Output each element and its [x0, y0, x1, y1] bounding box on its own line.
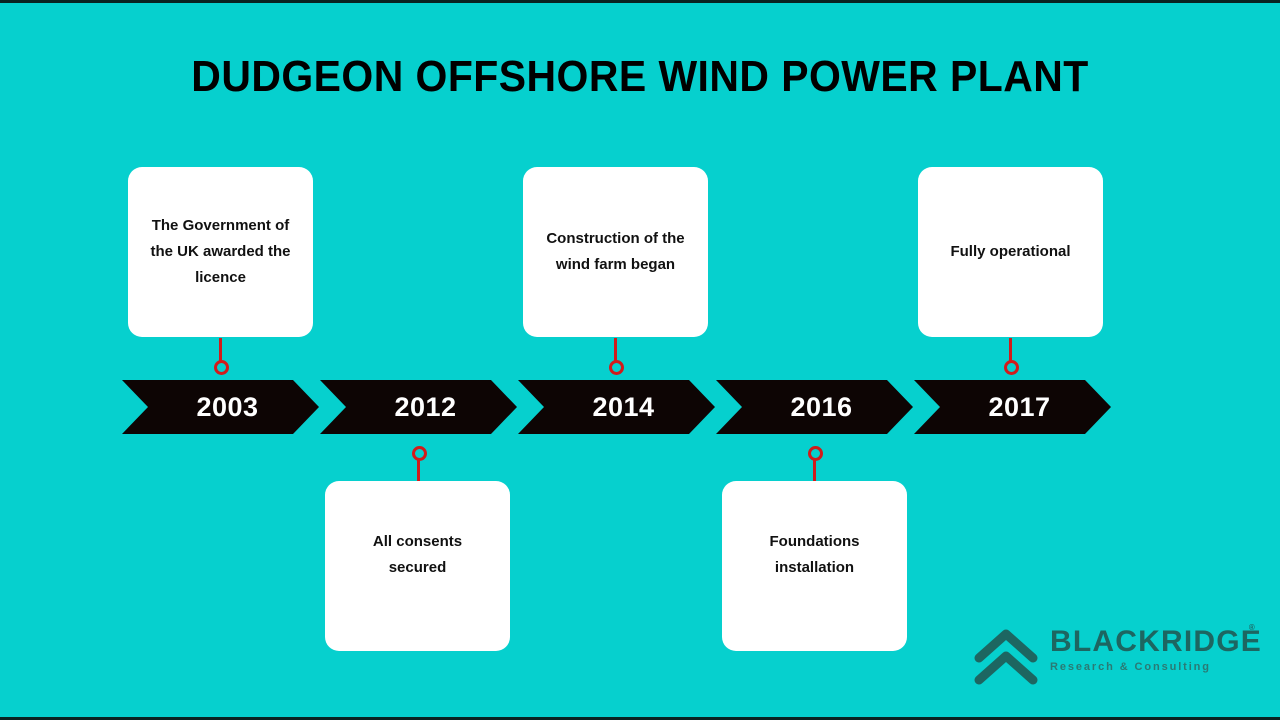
brand-logo[interactable]: BLACKRIDGE® Research & Consulting: [972, 623, 1261, 690]
double-chevron-up-icon: [972, 628, 1040, 686]
timeline-chevron-2017[interactable]: 2017: [914, 380, 1111, 434]
connector-2003-stem: [219, 338, 222, 362]
timeline-year-2016: 2016: [790, 391, 853, 422]
timeline-year-2012: 2012: [394, 391, 457, 422]
connector-2016: [804, 446, 824, 484]
registered-trademark-icon: ®: [1248, 623, 1256, 632]
connector-2017-stem: [1009, 338, 1012, 362]
timeline-year-2017: 2017: [988, 391, 1051, 422]
timeline-chevron-2016[interactable]: 2016: [716, 380, 913, 434]
logo-name: BLACKRIDGE®: [1050, 623, 1261, 658]
connector-2017-dot: [1004, 360, 1019, 375]
top-edge-strip: [0, 0, 1280, 3]
connector-2014-dot: [609, 360, 624, 375]
logo-wordmark: BLACKRIDGE® Research & Consulting: [1050, 623, 1261, 673]
milestone-card-2003: The Government of the UK awarded the lic…: [128, 167, 313, 337]
bottom-edge-strip: [0, 717, 1280, 720]
milestone-card-2014: Construction of the wind farm began: [523, 167, 708, 337]
milestone-card-2017-label: Fully operational: [950, 243, 1071, 261]
page-title: DUDGEON OFFSHORE WIND POWER PLANT: [191, 52, 1089, 101]
connector-2003: [210, 338, 230, 375]
milestone-card-2014-label: Construction of the wind farm began: [546, 230, 685, 273]
milestone-card-2016: Foundations installation: [722, 481, 907, 651]
milestone-card-2012: All consents secured: [325, 481, 510, 651]
connector-2012: [408, 446, 428, 484]
logo-tagline: Research & Consulting: [1050, 660, 1211, 673]
timeline-chevron-2003[interactable]: 2003: [122, 380, 319, 434]
connector-2016-stem: [813, 458, 816, 484]
connector-2003-dot: [214, 360, 229, 375]
timeline-year-2014: 2014: [592, 391, 655, 422]
timeline-year-2003: 2003: [196, 391, 259, 422]
connector-2012-stem: [417, 458, 420, 484]
logo-name-text: BLACKRIDGE: [1050, 625, 1262, 658]
milestone-card-2017: Fully operational: [918, 167, 1103, 337]
connector-2014-stem: [614, 338, 617, 362]
milestone-card-2016-label: Foundations installation: [769, 533, 860, 576]
timeline-chevron-2012[interactable]: 2012: [320, 380, 517, 434]
milestone-card-2003-label: The Government of the UK awarded the lic…: [150, 217, 291, 286]
milestone-card-2012-label: All consents secured: [372, 533, 463, 576]
connector-2017: [1000, 338, 1020, 375]
timeline-chevron-band: 2003 2012 2014 2016 2017: [0, 380, 1280, 434]
timeline-chevron-2014[interactable]: 2014: [518, 380, 715, 434]
connector-2014: [605, 338, 625, 375]
